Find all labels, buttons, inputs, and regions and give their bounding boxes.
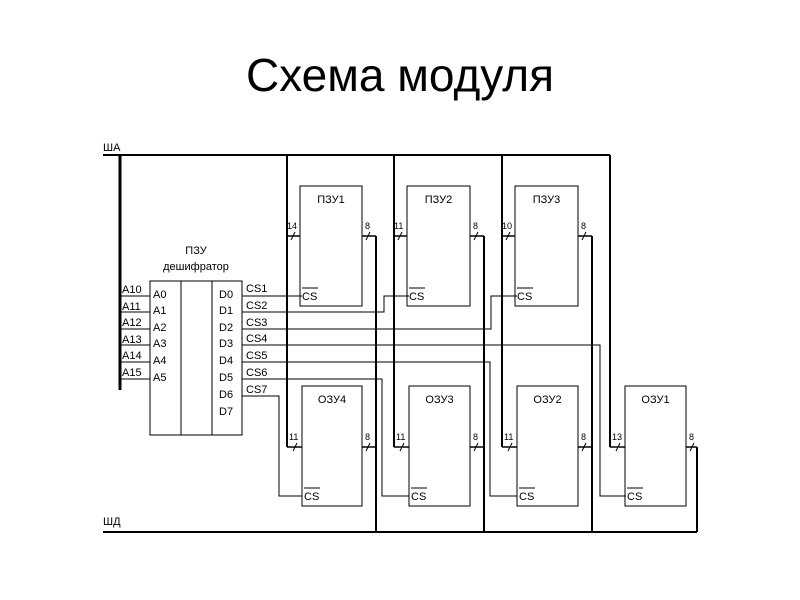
chip-select-pin: CS <box>302 291 317 303</box>
decoder-output-d1: D1 <box>219 305 233 317</box>
chip-body <box>516 385 579 507</box>
chip-data-width: 8 <box>689 432 694 442</box>
bus-width-tick <box>615 442 621 452</box>
decoder-subtitle: дешифратор <box>163 261 229 273</box>
cs-line-3: CS3 <box>246 317 267 329</box>
decoder-output-d5: D5 <box>219 372 233 384</box>
chip-address-width: 10 <box>502 221 512 231</box>
memory-chip: ПЗУ2 11 8CS <box>394 185 479 307</box>
bus-width-tick <box>505 231 511 241</box>
decoder-input-a3: A3 <box>153 338 166 350</box>
address-line-a15: A15 <box>122 367 142 379</box>
chip-data-width: 8 <box>365 432 370 442</box>
decoder-output-d0: D0 <box>219 289 233 301</box>
chip-select-pin: CS <box>411 491 426 503</box>
bus-width-tick <box>365 442 371 452</box>
address-line-a14: A14 <box>122 350 142 362</box>
decoder-input-a0: A0 <box>153 289 166 301</box>
chip-select-pin: CS <box>519 491 534 503</box>
chip-name: ОЗУ3 <box>425 394 453 406</box>
chip-select-lines <box>242 295 626 497</box>
chip-data-width: 8 <box>473 432 478 442</box>
chip-select-pin: CS <box>304 491 319 503</box>
memory-chip: ОЗУ4 11 8CS <box>289 385 371 507</box>
bus-width-tick <box>581 442 587 452</box>
memory-chip: ОЗУ3 11 8CS <box>396 385 479 507</box>
bus-width-tick <box>689 442 695 452</box>
cs-line-5: CS5 <box>246 350 267 362</box>
bus-width-tick <box>397 231 403 241</box>
chip-data-width: 8 <box>473 221 478 231</box>
chip-select-pin: CS <box>517 291 532 303</box>
address-bus <box>103 154 625 448</box>
bus-width-tick <box>290 231 296 241</box>
slide-title: Схема модуля <box>245 49 555 101</box>
decoder: ПЗУ дешифратор A0 A1 A2 A3 A4 A5 D0 D1 D… <box>149 245 243 436</box>
chip-data-width: 8 <box>581 432 586 442</box>
chip-name: ПЗУ3 <box>533 194 561 206</box>
cs-line-2: CS2 <box>246 300 267 312</box>
data-bus <box>103 235 698 533</box>
cs-line-7: CS7 <box>246 384 267 396</box>
decoder-input-a4: A4 <box>153 355 166 367</box>
bus-width-tick <box>399 442 405 452</box>
decoder-name: ПЗУ <box>185 245 207 257</box>
decoder-output-d3: D3 <box>219 338 233 350</box>
memory-chip: ПЗУ1 14 8CS <box>287 185 371 307</box>
cs-line-6: CS6 <box>246 367 267 379</box>
chip-name: ОЗУ2 <box>533 394 561 406</box>
cs-line-1: CS1 <box>246 283 267 295</box>
memory-chip: ОЗУ2 11 8CS <box>504 385 587 507</box>
decoder-output-d2: D2 <box>219 322 233 334</box>
memory-chip: ОЗУ1 13 8CS <box>612 385 695 507</box>
chip-address-width: 11 <box>289 432 298 442</box>
chip-address-width: 11 <box>504 432 513 442</box>
bus-width-tick <box>473 442 479 452</box>
chip-body <box>514 185 579 307</box>
decoder-output-d4: D4 <box>219 355 233 367</box>
chip-body <box>301 385 363 507</box>
chip-name: ПЗУ1 <box>317 194 345 206</box>
decoder-output-d7: D7 <box>219 406 233 418</box>
address-line-a13: A13 <box>122 334 142 346</box>
data-bus-label: ШД <box>103 516 121 528</box>
address-line-a12: A12 <box>122 317 142 329</box>
decoder-input-a5: A5 <box>153 372 166 384</box>
chip-name: ПЗУ2 <box>425 194 453 206</box>
address-line-a10: A10 <box>122 284 142 296</box>
decoder-input-a2: A2 <box>153 322 166 334</box>
memory-chip: ПЗУ3 10 8CS <box>502 185 587 307</box>
decoder-output-d6: D6 <box>219 389 233 401</box>
chip-address-width: 13 <box>612 432 622 442</box>
chip-address-width: 14 <box>287 221 297 231</box>
chip-name: ОЗУ1 <box>641 394 669 406</box>
address-bus-label: ША <box>103 142 121 154</box>
chip-body <box>299 185 363 307</box>
cs-line-4: CS4 <box>246 333 267 345</box>
bus-width-tick <box>581 231 587 241</box>
bus-width-tick <box>365 231 371 241</box>
chip-data-width: 8 <box>581 221 586 231</box>
bus-width-tick <box>292 442 298 452</box>
decoder-input-a1: A1 <box>153 305 166 317</box>
chip-select-pin: CS <box>627 491 642 503</box>
bus-width-tick <box>507 442 513 452</box>
chip-body <box>406 185 471 307</box>
chip-name: ОЗУ4 <box>318 394 346 406</box>
chip-body <box>624 385 687 507</box>
address-lines <box>120 295 150 380</box>
chip-address-width: 11 <box>394 221 403 231</box>
address-line-a11: A11 <box>122 301 141 313</box>
chip-data-width: 8 <box>365 221 370 231</box>
chip-address-width: 11 <box>396 432 405 442</box>
chip-select-pin: CS <box>409 291 424 303</box>
bus-width-tick <box>473 231 479 241</box>
chip-body <box>408 385 471 507</box>
